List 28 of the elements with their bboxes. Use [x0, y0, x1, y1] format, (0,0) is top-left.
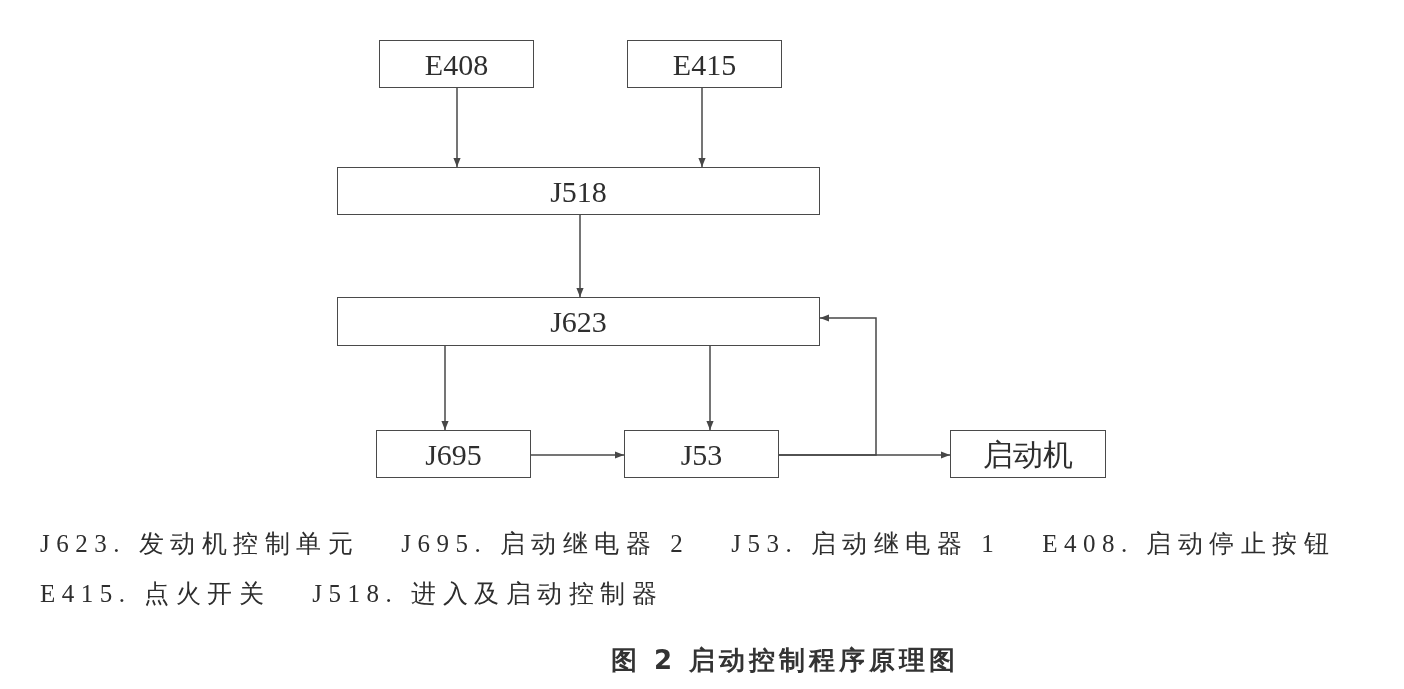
arrow	[778, 314, 877, 456]
key-entry: J623. 发动机控制单元	[40, 529, 360, 559]
figure-caption: 图 2 启动控制程序原理图	[609, 644, 961, 677]
key-entry: J518. 进入及启动控制器	[312, 579, 663, 609]
component-box	[376, 430, 531, 478]
arrow	[453, 87, 461, 168]
component-box	[379, 40, 534, 88]
component-box	[624, 430, 779, 478]
arrow	[530, 451, 625, 459]
component-label: J623	[550, 305, 607, 338]
arrow	[441, 345, 449, 431]
arrow	[706, 345, 714, 431]
component-box	[627, 40, 782, 88]
key-entry: E415. 点火开关	[40, 579, 271, 609]
key-entry: J53. 启动继电器 1	[731, 529, 1001, 559]
component-label: 启动机	[983, 437, 1073, 471]
key-entry: E408. 启动停止按钮	[1042, 529, 1336, 559]
key-entry: J695. 启动继电器 2	[401, 529, 690, 559]
component-label: J695	[425, 437, 482, 471]
component-label: J518	[550, 174, 607, 208]
component-box	[337, 297, 820, 346]
arrow	[576, 214, 584, 298]
arrow	[698, 87, 706, 168]
component-label: E408	[424, 47, 489, 81]
component-box	[337, 167, 820, 215]
component-label: J53	[680, 437, 723, 471]
component-label: E415	[672, 47, 737, 81]
component-box	[950, 430, 1106, 478]
